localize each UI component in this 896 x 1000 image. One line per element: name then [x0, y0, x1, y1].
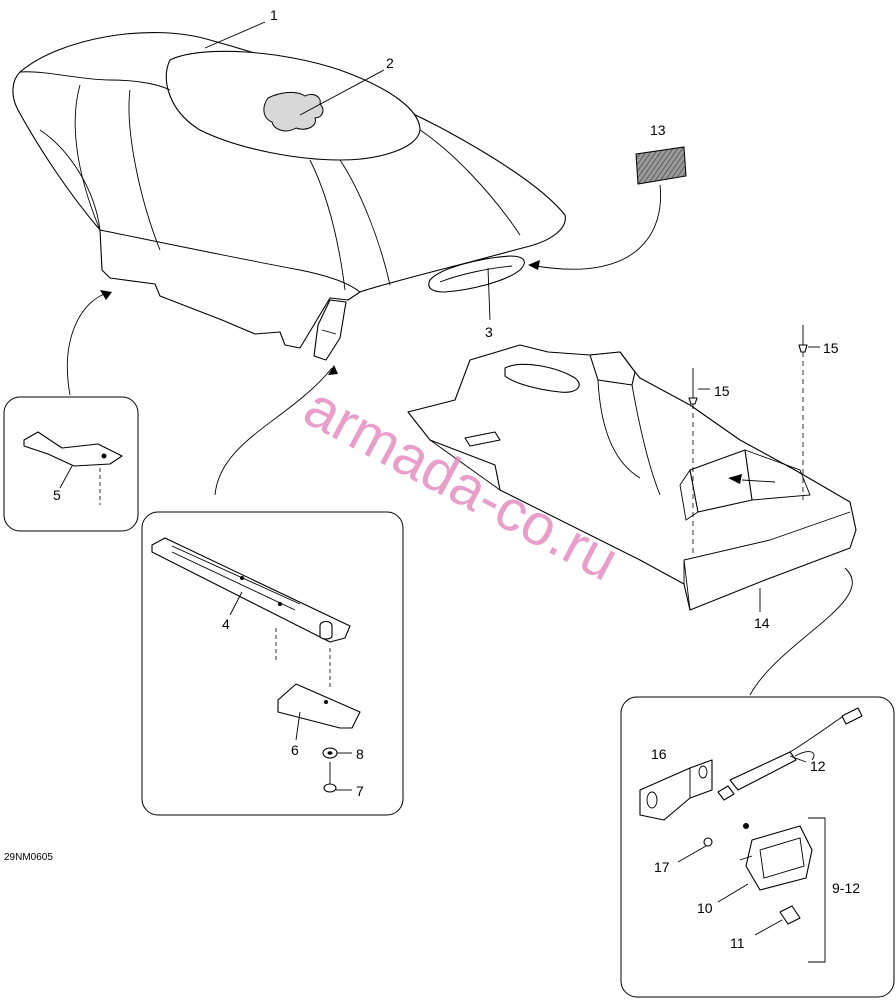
leader-box9-to-base — [749, 567, 853, 696]
callout-4: 4 — [222, 616, 230, 632]
callout-15-left: 15 — [714, 383, 730, 399]
bulb-part-11 — [779, 905, 801, 925]
callout-5: 5 — [53, 487, 61, 503]
harness-part-12 — [717, 707, 863, 801]
callout-10: 10 — [697, 900, 713, 916]
callout-3: 3 — [485, 324, 493, 340]
leader-box4-to-seat — [214, 367, 333, 496]
diagram-code: 29NM0605 — [4, 852, 53, 863]
arrow-13 — [528, 260, 540, 270]
push-pin-right — [798, 325, 808, 500]
callout-15-right: 15 — [823, 340, 839, 356]
range-bracket-9-12 — [808, 817, 826, 963]
callout-11: 11 — [730, 935, 745, 951]
callout-8: 8 — [356, 746, 364, 762]
seat-part-1 — [12, 31, 566, 361]
callout-2: 2 — [386, 55, 394, 71]
seat-logo-shape — [263, 91, 324, 132]
arrow-box5 — [100, 290, 112, 300]
seat-base-part-14 — [407, 344, 857, 611]
arrow-box4 — [328, 365, 338, 375]
callout-labels: 1 2 3 4 5 6 7 8 9-12 10 11 12 13 14 15 1… — [4, 7, 860, 951]
arrow-14 — [728, 474, 742, 484]
callout-1: 1 — [270, 7, 278, 23]
detail-box-parts-4-8 — [141, 511, 404, 816]
callout-7: 7 — [356, 783, 364, 799]
callout-9-12: 9-12 — [832, 880, 860, 896]
cover-part-6 — [277, 648, 361, 729]
callout-14: 14 — [754, 615, 770, 631]
decal-part-13 — [635, 146, 687, 185]
bracket-part-5 — [23, 431, 123, 505]
leader-13 — [529, 184, 662, 270]
support-part-4 — [151, 537, 351, 662]
leader-box5-to-seat — [66, 291, 111, 396]
washer-part-8 — [322, 747, 338, 759]
leader-lines — [59, 21, 820, 936]
callout-12: 12 — [810, 758, 826, 774]
bracket-part-16 — [639, 759, 713, 821]
callout-17: 17 — [654, 859, 670, 875]
screw-part-7 — [323, 762, 337, 793]
light-part-10 — [703, 823, 813, 891]
callout-6: 6 — [291, 742, 299, 758]
push-pin-left — [688, 368, 698, 555]
callout-13: 13 — [650, 122, 666, 138]
callout-16: 16 — [651, 746, 667, 762]
